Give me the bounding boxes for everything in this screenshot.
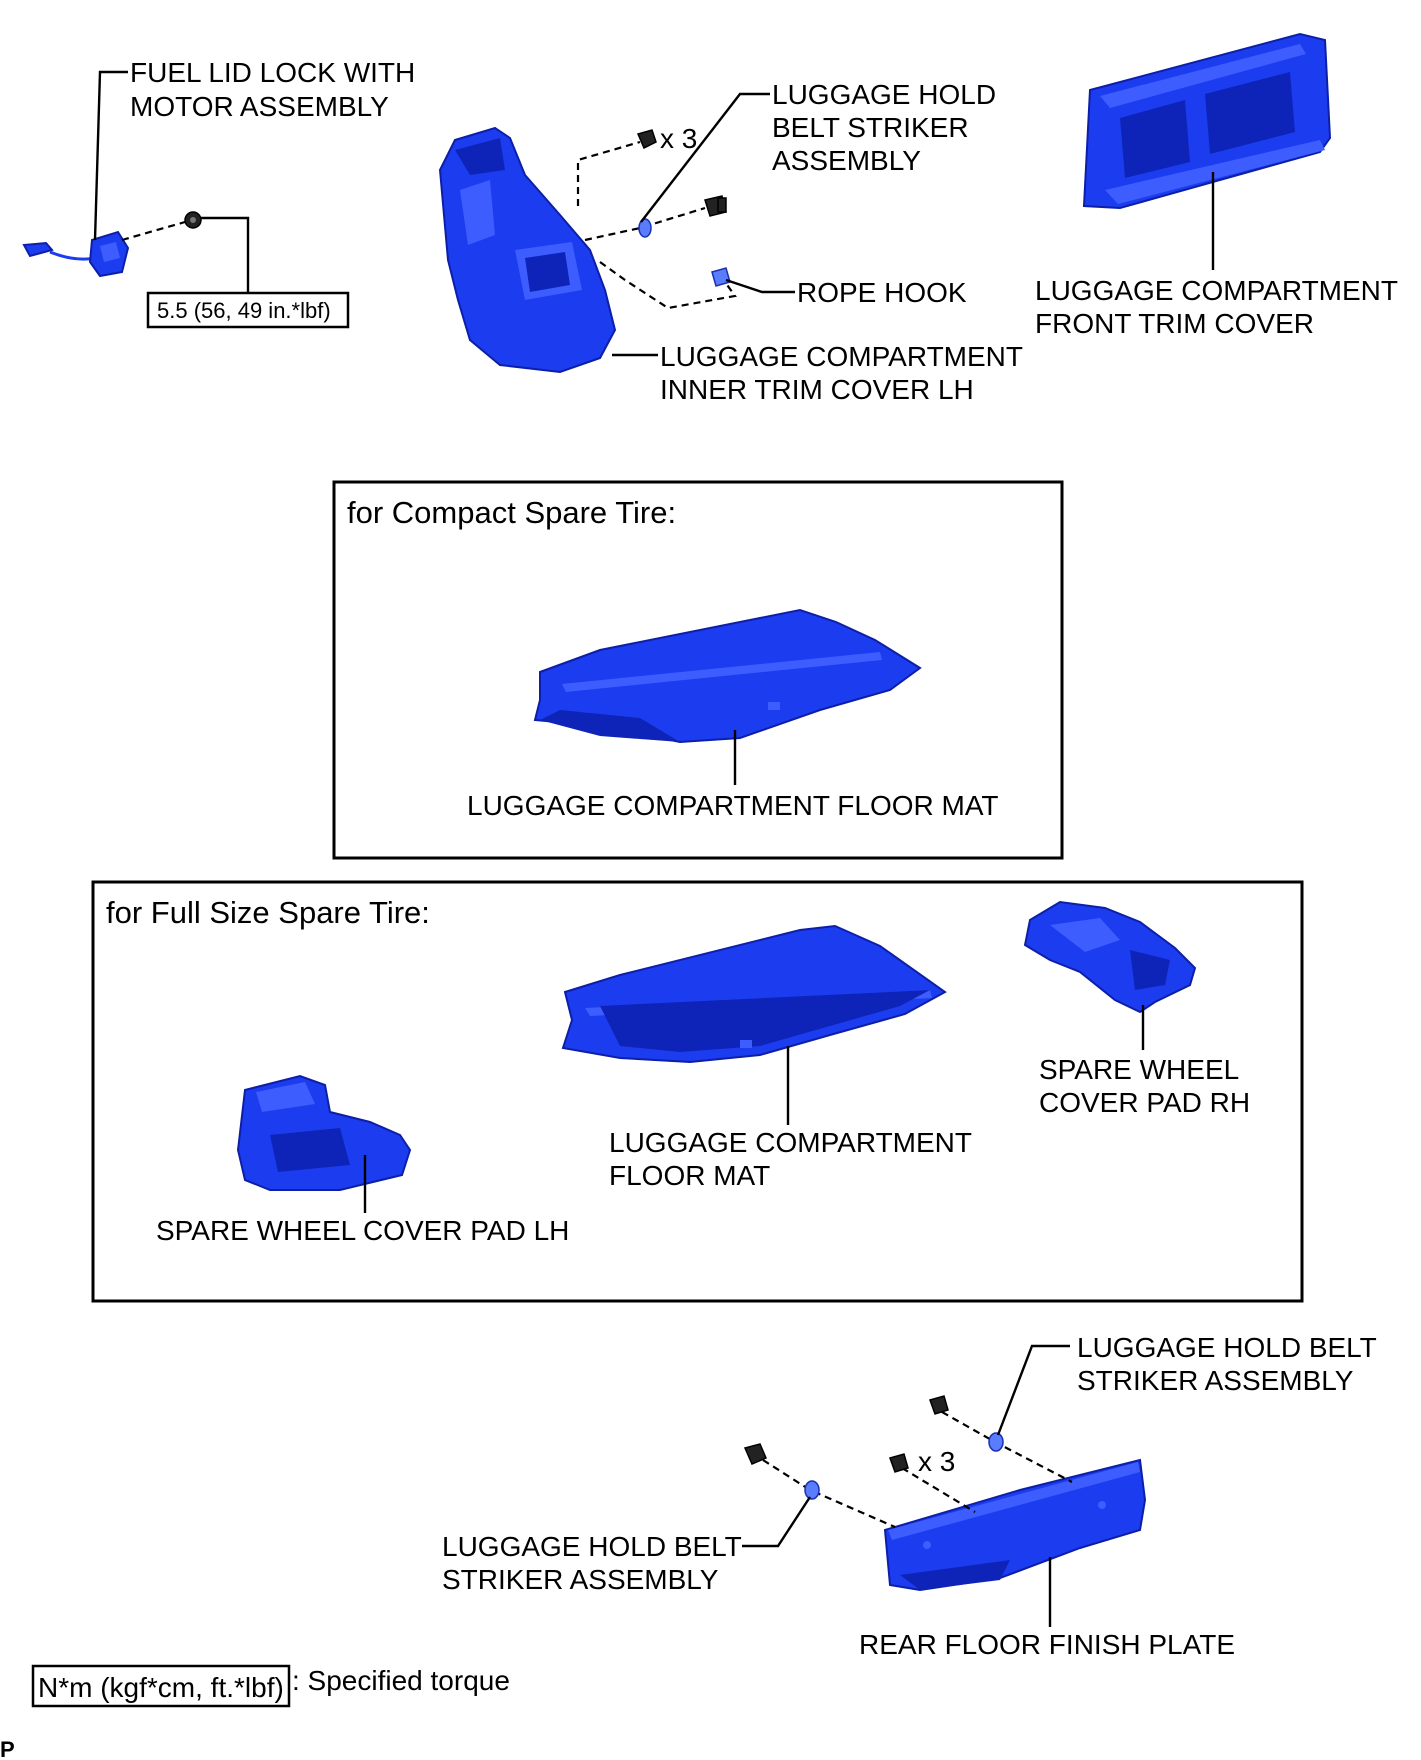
- striker-left-label: LUGGAGE HOLD BELT STRIKER ASSEMBLY: [442, 1531, 749, 1595]
- spare-pad-lh-part: [236, 1074, 412, 1191]
- legend-box: [31, 1664, 291, 1708]
- plate-right-dash: [941, 1411, 1073, 1483]
- inner-trim-label: LUGGAGE COMPARTMENT INNER TRIM COVER LH: [660, 341, 1030, 405]
- rear-plate-label: REAR FLOOR FINISH PLATE: [859, 1629, 1235, 1660]
- inner-trim-cover-part: [438, 126, 617, 374]
- spare-pad-rh-part: [1023, 900, 1197, 1014]
- compact-floor-mat-part: [533, 608, 922, 744]
- pad-lh-label: SPARE WHEEL COVER PAD LH: [156, 1215, 569, 1246]
- striker-right-leader: [996, 1344, 1070, 1436]
- bolt-right-icon: [929, 1395, 949, 1415]
- compact-floor-mat-label: LUGGAGE COMPARTMENT FLOOR MAT: [467, 790, 999, 821]
- rope-hook-icon: [711, 267, 731, 287]
- striker-left-clip-icon: [804, 1480, 820, 1500]
- compact-spare-box: [332, 480, 1064, 860]
- torque-value: 5.5 (56, 49 in.*lbf): [157, 298, 331, 323]
- qty-top: x 3: [660, 123, 697, 154]
- bolt-mid-icon: [889, 1453, 909, 1473]
- corner-mark: P: [0, 1737, 15, 1760]
- striker-top-leader: [640, 92, 770, 223]
- rope-hook-leader: [725, 278, 795, 294]
- compact-spare-title: for Compact Spare Tire:: [347, 495, 676, 530]
- striker-left-leader: [742, 1496, 812, 1548]
- torque-leader: [201, 216, 250, 293]
- striker-right-label: LUGGAGE HOLD BELT STRIKER ASSEMBLY: [1077, 1332, 1384, 1396]
- striker-right-clip-icon: [988, 1432, 1004, 1452]
- rear-floor-plate-part: [883, 1458, 1147, 1592]
- full-floor-mat-part: [561, 924, 947, 1064]
- rope-hook-label: ROPE HOOK: [797, 277, 967, 308]
- front-trim-cover-part: [1082, 32, 1332, 210]
- plate-left-dash: [762, 1459, 896, 1529]
- clip-dash: [576, 140, 641, 206]
- striker-clip-icon: [638, 218, 652, 238]
- bolt-left-icon: [743, 1443, 767, 1465]
- pad-rh-label: SPARE WHEEL COVER PAD RH: [1039, 1054, 1250, 1118]
- legend-unit: N*m (kgf*cm, ft.*lbf): [38, 1672, 284, 1703]
- full-spare-box: [91, 880, 1304, 1303]
- fuel-lid-lock-part: [22, 230, 130, 278]
- fuel-lid-leader: [93, 70, 128, 241]
- nut-icon: [184, 211, 202, 229]
- plate-mid-dash: [901, 1467, 976, 1513]
- clip-icon: [636, 129, 657, 150]
- full-spare-title: for Full Size Spare Tire:: [106, 895, 430, 930]
- fuel-lid-nut-dash: [121, 220, 186, 242]
- fuel-lid-label: FUEL LID LOCK WITH MOTOR ASSEMBLY: [130, 57, 423, 122]
- qty-bottom: x 3: [918, 1446, 955, 1477]
- striker-top-label: LUGGAGE HOLD BELT STRIKER ASSEMBLY: [772, 79, 1004, 176]
- rope-hook-dash: [599, 261, 737, 310]
- full-floor-mat-label: LUGGAGE COMPARTMENT FLOOR MAT: [609, 1127, 979, 1191]
- legend-desc: : Specified torque: [292, 1665, 510, 1696]
- bolt-icon: [704, 195, 727, 217]
- striker-dash: [584, 206, 706, 242]
- torque-box: [146, 291, 350, 329]
- front-trim-label: LUGGAGE COMPARTMENT FRONT TRIM COVER: [1035, 275, 1405, 339]
